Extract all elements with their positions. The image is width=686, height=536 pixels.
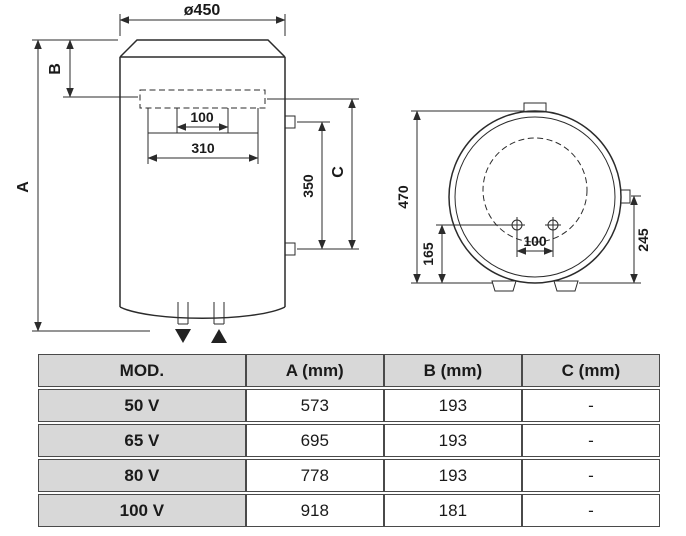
bottom-pipes [175, 302, 227, 343]
model-cell: 50 V [38, 389, 246, 422]
dim-label-245: 245 [635, 228, 651, 252]
dim-470: 470 [395, 110, 524, 284]
value-a-cell: 573 [245, 389, 384, 422]
table-row: 65 V 695 193 - [38, 424, 660, 457]
pipe-connections [509, 217, 561, 233]
table-row: 50 V 573 193 - [38, 389, 660, 422]
dim-side-pipe-spacing-100: 100 [516, 233, 554, 257]
value-c-cell: - [521, 389, 660, 422]
value-b-cell: 193 [383, 459, 522, 492]
header-a: A (mm) [245, 354, 384, 387]
dim-label-a: A [15, 181, 32, 193]
table-row: 80 V 778 193 - [38, 459, 660, 492]
value-b-cell: 181 [383, 494, 522, 527]
dim-label-470: 470 [395, 185, 411, 209]
dim-245: 245 [579, 195, 651, 284]
dim-label-side-100: 100 [523, 233, 547, 249]
value-a-cell: 918 [245, 494, 384, 527]
dim-c: C [267, 98, 359, 250]
value-c-cell: - [521, 459, 660, 492]
dim-label-310: 310 [191, 140, 215, 156]
value-b-cell: 193 [383, 389, 522, 422]
dim-label-350: 350 [300, 174, 316, 198]
model-cell: 80 V [38, 459, 246, 492]
dimensions-table: MOD. A (mm) B (mm) C (mm) 50 V 573 193 -… [38, 352, 660, 529]
side-connections [285, 115, 296, 256]
dim-connection-spacing-350: 350 [297, 121, 359, 250]
outlet-arrow-icon [175, 329, 191, 343]
water-heater-dimension-diagram: ø450 A B 100 [15, 2, 651, 343]
dim-label-diameter: ø450 [184, 2, 221, 19]
value-c-cell: - [521, 494, 660, 527]
dim-165: 165 [420, 224, 511, 284]
mounting-bracket [139, 89, 266, 134]
dim-bracket-width-310: 310 [147, 133, 259, 164]
table-header-row: MOD. A (mm) B (mm) C (mm) [38, 354, 660, 387]
header-c: C (mm) [521, 354, 660, 387]
front-view: ø450 A B 100 [15, 2, 359, 343]
dim-label-165: 165 [420, 242, 436, 266]
left-foot [491, 280, 517, 292]
header-mod: MOD. [38, 354, 246, 387]
value-c-cell: - [521, 424, 660, 457]
inlet-arrow-icon [211, 329, 227, 343]
model-cell: 65 V [38, 424, 246, 457]
header-b: B (mm) [383, 354, 522, 387]
shell-circles [448, 102, 631, 292]
dim-label-c: C [330, 166, 347, 178]
dim-hole-spacing-100: 100 [176, 109, 229, 131]
dim-a: A [15, 39, 150, 332]
tank-outline [119, 39, 286, 319]
table-row: 100 V 918 181 - [38, 494, 660, 527]
side-view: 100 470 165 245 [395, 102, 651, 292]
right-foot [553, 280, 579, 292]
value-a-cell: 695 [245, 424, 384, 457]
dim-b: B [47, 39, 138, 98]
dim-label-b: B [47, 63, 64, 75]
model-cell: 100 V [38, 494, 246, 527]
side-bracket-tab [620, 189, 631, 204]
value-b-cell: 193 [383, 424, 522, 457]
dim-diameter-450: ø450 [119, 2, 286, 36]
value-a-cell: 778 [245, 459, 384, 492]
dim-label-100: 100 [190, 109, 214, 125]
top-bracket-tab [523, 102, 547, 113]
